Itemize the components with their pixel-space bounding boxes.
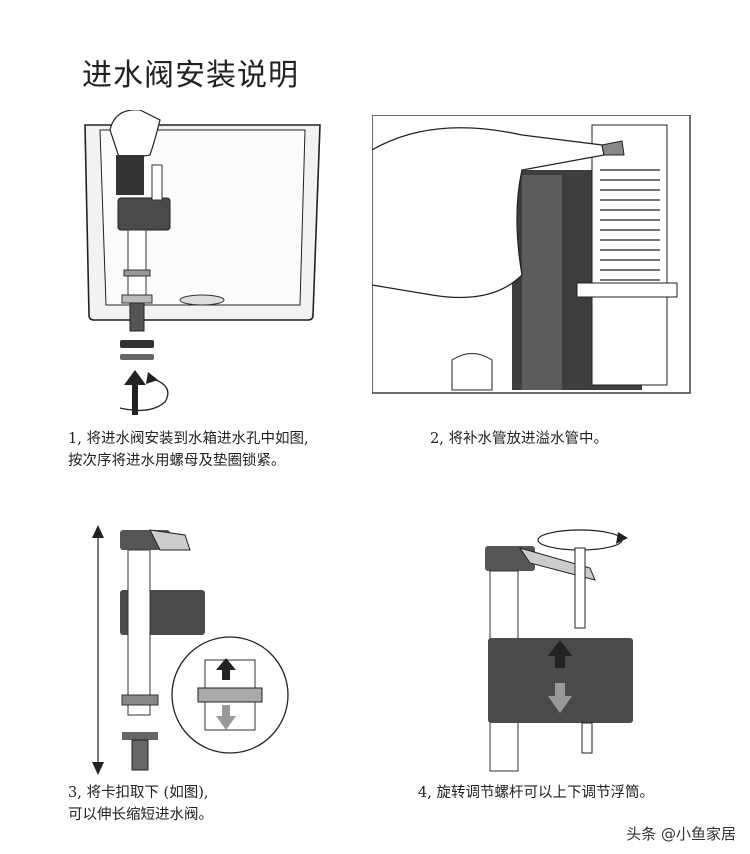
- step-2-caption: 2, 将补水管放进溢水管中。: [430, 428, 608, 450]
- step-1-caption: 1, 将进水阀安装到水箱进水孔中如图, 按次序将进水用螺母及垫圈锁紧。: [68, 428, 309, 472]
- step-1-line-1: 1, 将进水阀安装到水箱进水孔中如图,: [68, 431, 309, 447]
- step-3-line-1: 3, 将卡扣取下 (如图),: [68, 785, 209, 801]
- illustration-length-clip: [80, 520, 300, 780]
- step-2-line-1: 2, 将补水管放进溢水管中。: [430, 431, 608, 447]
- illustration-refill-tube: [372, 115, 692, 395]
- step-4-caption: 4, 旋转调节螺杆可以上下调节浮筒。: [418, 782, 654, 804]
- illustration-install-in-tank: [80, 110, 325, 420]
- page-title: 进水阀安装说明: [82, 58, 299, 93]
- watermark: 头条 @小鱼家居: [626, 825, 736, 843]
- step-3-line-2: 可以伸长缩短进水阀。: [68, 807, 213, 823]
- step-1-line-2: 按次序将进水用螺母及垫圈锁紧。: [68, 453, 286, 469]
- step-3-caption: 3, 将卡扣取下 (如图), 可以伸长缩短进水阀。: [68, 782, 213, 826]
- step-4-line-1: 4, 旋转调节螺杆可以上下调节浮筒。: [418, 785, 654, 801]
- illustration-float-adjust: [470, 518, 670, 773]
